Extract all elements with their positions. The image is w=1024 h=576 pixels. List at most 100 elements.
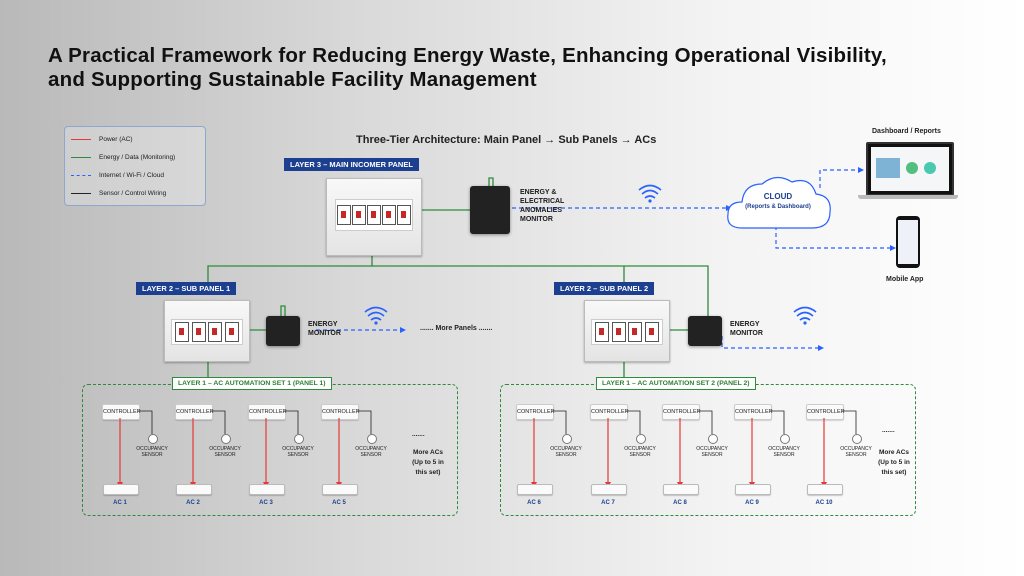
controller: CONTROLLER (662, 404, 701, 420)
ac-wiring (263, 410, 299, 488)
arrow-to-mobile (890, 245, 896, 251)
sub1-energy-monitor-device (266, 316, 300, 346)
sub-panel-2 (584, 300, 670, 362)
ac-wiring (605, 410, 641, 488)
page-title-line2: and Supporting Sustainable Facility Mana… (48, 68, 537, 91)
breaker (367, 205, 381, 225)
set2-more-dots: ....... (882, 427, 895, 434)
layer3-label: LAYER 3 – MAIN INCOMER PANEL (284, 158, 419, 171)
energy-anomalies-monitor-device (470, 186, 510, 234)
architecture-title: Three-Tier Architecture: Main Panel → Su… (356, 134, 657, 146)
more-panels-label: ....... More Panels ....... (420, 325, 493, 332)
ac-unit-label: AC 1 (113, 500, 127, 506)
ac-wiring (531, 410, 567, 488)
ac-wiring (336, 410, 372, 488)
occupancy-sensor-icon (708, 434, 718, 444)
ac-unit-icon (663, 484, 699, 495)
monitor-wire-l2a (280, 305, 286, 316)
arrow-sub2 (818, 345, 824, 351)
main-to-bus-line (371, 254, 709, 316)
breaker (628, 322, 643, 342)
controller: CONTROLLER (248, 404, 287, 420)
ac-unit-label: AC 9 (745, 500, 759, 506)
breaker (611, 322, 626, 342)
main-breakers (335, 199, 413, 231)
breaker (225, 322, 240, 342)
sub1-breakers (171, 319, 243, 345)
sub2-to-cloud-line (721, 336, 818, 349)
arrow-sub1 (400, 327, 406, 333)
breaker (337, 205, 351, 225)
legend-item-energy: Energy / Data (Monitoring) (71, 151, 175, 163)
ac-wiring (677, 410, 713, 488)
controller: CONTROLLER (321, 404, 360, 420)
controller: CONTROLLER (806, 404, 845, 420)
ac-unit-label: AC 6 (527, 500, 541, 506)
main-incomer-panel (326, 178, 422, 256)
layer3-monitor-label: ENERGY & ELECTRICAL ANOMALIES MONITOR (520, 189, 565, 223)
occupancy-sensor-icon (148, 434, 158, 444)
mobile-app-label: Mobile App (886, 276, 924, 283)
controller: CONTROLLER (590, 404, 629, 420)
ac-unit-label: AC 3 (259, 500, 273, 506)
dashboard-label: Dashboard / Reports (872, 128, 941, 135)
ac-unit-label: AC 5 (332, 500, 346, 506)
ac-wiring (117, 410, 153, 488)
occupancy-sensor-icon (636, 434, 646, 444)
breaker (191, 322, 206, 342)
occupancy-sensor-icon (852, 434, 862, 444)
set-1-label: LAYER 1 – AC AUTOMATION SET 1 (PANEL 1) (172, 377, 332, 390)
wifi-icon-main (638, 184, 662, 199)
legend-item-internet: Internet / Wi-Fi / Cloud (71, 169, 164, 181)
breaker (352, 205, 366, 225)
ac-unit-label: AC 2 (186, 500, 200, 506)
breaker (645, 322, 660, 342)
ac-unit-icon (807, 484, 843, 495)
ac-unit-icon (322, 484, 358, 495)
ac-unit-label: AC 7 (601, 500, 615, 506)
ac-unit-icon (176, 484, 212, 495)
cloud-label: CLOUD (Reports & Dashboard) (745, 192, 811, 210)
ac-unit-icon (735, 484, 771, 495)
laptop-dashboard-icon (866, 142, 954, 196)
sub-panel-1 (164, 300, 250, 362)
ac-unit-icon (591, 484, 627, 495)
occupancy-sensor-icon (367, 434, 377, 444)
page-title: A Practical Framework for Reducing Energ… (48, 44, 978, 92)
legend: Power (AC) Energy / Data (Monitoring) In… (64, 126, 206, 206)
controller: CONTROLLER (102, 404, 141, 420)
breaker (382, 205, 396, 225)
wifi-icon-sub2 (793, 306, 817, 321)
monitor-wire-l3 (488, 177, 494, 186)
laptop-base (858, 195, 958, 199)
cloud-to-dashboard-line (819, 169, 858, 188)
breaker (397, 205, 411, 225)
sub2-breakers (591, 319, 663, 345)
legend-item-sensor: Sensor / Control Wiring (71, 187, 166, 199)
ac-wiring (190, 410, 226, 488)
occupancy-sensor-icon (221, 434, 231, 444)
sub-panel-2-label: LAYER 2 – SUB PANEL 2 (554, 282, 655, 295)
ac-unit-icon (103, 484, 139, 495)
mobile-phone-icon (896, 216, 920, 268)
set1-more-dots: ....... (412, 431, 425, 438)
sub2-energy-monitor-device (688, 316, 722, 346)
page-title-line1: A Practical Framework for Reducing Energ… (48, 44, 887, 67)
breaker (594, 322, 609, 342)
breaker (208, 322, 223, 342)
ac-wiring (821, 410, 857, 488)
cloud-to-mobile-line (775, 226, 890, 249)
controller: CONTROLLER (175, 404, 214, 420)
